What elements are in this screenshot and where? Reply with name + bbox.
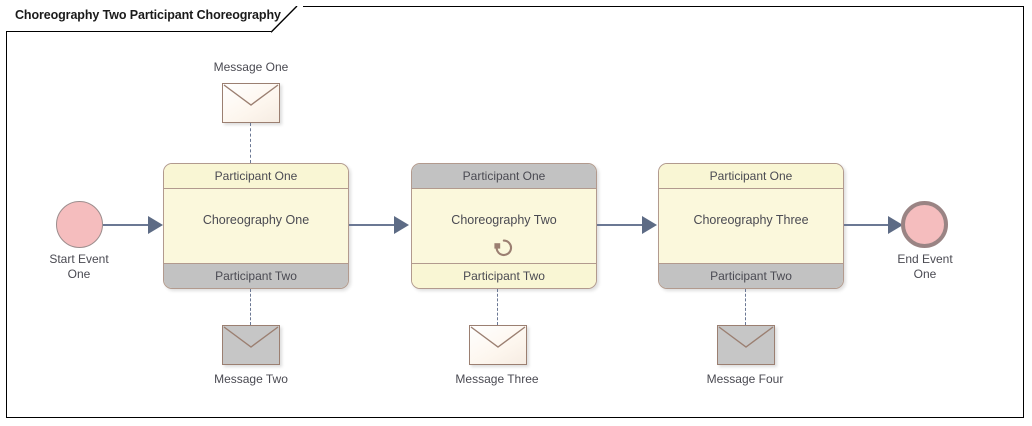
choreography-three-body: Choreography Three [659,189,843,263]
end-event-one-label: End Event One [860,252,990,282]
choreography-three-bottom-participant: Participant Two [659,263,843,288]
sequence-flow-one-to-two [349,224,395,226]
message-four-envelope-icon[interactable] [717,325,775,365]
choreography-three-name: Choreography Three [693,213,809,227]
diagram-title-tab [6,6,302,32]
message-one-label: Message One [213,60,289,74]
choreography-one-name: Choreography One [202,213,310,227]
message-four-association [745,289,746,325]
sequence-flow-arrowhead-2 [394,216,409,234]
message-three-association [497,289,498,325]
start-event-label-line2: One [67,267,91,281]
choreography-three-top-participant: Participant One [659,164,843,189]
loop-marker-icon [493,237,515,259]
sequence-flow-arrowhead-4 [888,216,903,234]
start-event-label-line1: Start Event [49,252,109,266]
start-event-one-label: Start Event One [14,252,144,282]
end-event-one[interactable] [901,201,948,248]
message-three-envelope-icon[interactable] [469,325,527,365]
end-event-label-line1: End Event [897,252,953,266]
message-one-association [250,123,251,163]
sequence-flow-three-to-end [844,224,890,226]
choreography-one-bottom-participant: Participant Two [164,263,348,288]
choreography-one-top-participant: Participant One [164,164,348,189]
page-title: Choreography Two Participant Choreograph… [15,8,281,22]
choreography-task-three[interactable]: Participant One Choreography Three Parti… [658,163,844,289]
end-event-label-line2: One [913,267,937,281]
message-four-label: Message Four [706,372,784,386]
diagram-frame [6,6,1024,418]
choreography-two-body: Choreography Two [412,189,596,263]
sequence-flow-arrowhead-3 [642,216,657,234]
title-tab-slant-edge [271,6,303,33]
choreography-two-top-participant: Participant One [412,164,596,189]
sequence-flow-start-to-one [103,224,149,226]
message-two-envelope-icon[interactable] [222,325,280,365]
message-three-label: Message Three [455,372,539,386]
choreography-two-bottom-participant: Participant Two [412,263,596,288]
message-two-association [250,289,251,325]
choreography-task-two[interactable]: Participant One Choreography Two Partici… [411,163,597,289]
message-two-label: Message Two [214,372,288,386]
message-one-envelope-icon[interactable] [222,83,280,123]
start-event-one[interactable] [56,201,103,248]
choreography-two-name: Choreography Two [451,213,557,227]
sequence-flow-arrowhead-1 [148,216,163,234]
choreography-one-body: Choreography One [164,189,348,263]
sequence-flow-two-to-three [597,224,643,226]
choreography-task-one[interactable]: Participant One Choreography One Partici… [163,163,349,289]
